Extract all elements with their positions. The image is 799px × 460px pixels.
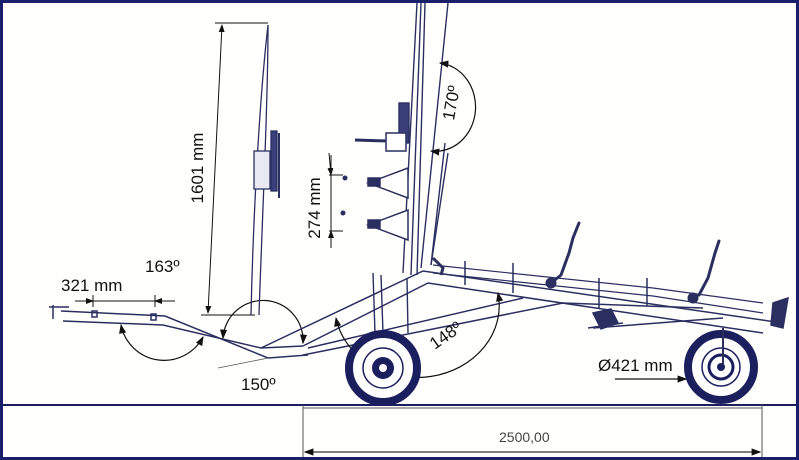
wheel-diameter-label: Ø421 mm (598, 356, 673, 375)
drawbar-angle-label: 163º (145, 257, 180, 276)
ground-line (3, 404, 796, 457)
drawbar-spacing-label: 321 mm (61, 276, 123, 295)
drawing-canvas (3, 3, 796, 457)
main-frame-rails (260, 261, 789, 356)
front-wheel (345, 330, 421, 406)
lower-bend-arc (219, 299, 308, 345)
clamp-spacing-dimension (327, 152, 343, 248)
disc-height-dimension (201, 22, 268, 316)
mid-support (587, 308, 624, 330)
seat-handles (545, 221, 721, 304)
drawbar (49, 305, 309, 359)
rear-wheel (684, 328, 758, 404)
clamp-spacing-label: 274 mm (305, 177, 324, 239)
drawbar-spacing-dimension (75, 295, 175, 307)
wheelbase-label: 2500,00 (499, 429, 550, 445)
disc-height-label: 1601 mm (188, 132, 207, 204)
disc-mower-blade (250, 24, 280, 316)
bracket-clamps (340, 132, 409, 242)
vertical-mast (372, 3, 449, 334)
lower-bend-angle-label: 150º (241, 375, 276, 394)
drawbar-angle-arc (119, 323, 204, 361)
mast-angle-arc (429, 60, 477, 156)
